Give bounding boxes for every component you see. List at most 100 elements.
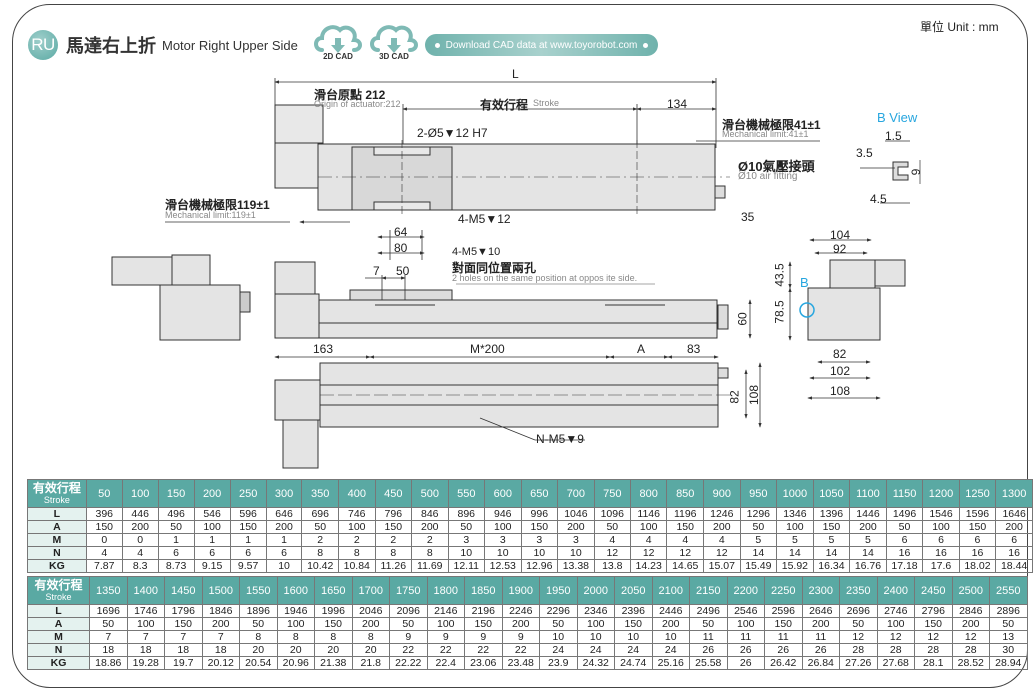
spec-cell: 150 (812, 520, 851, 534)
cad-2d-download[interactable]: 2D CAD (312, 22, 364, 66)
spec-cell: 2846 (951, 604, 990, 618)
stroke-label-zh: 有效行程 (480, 98, 529, 112)
spec-cell: 50 (739, 520, 778, 534)
stroke-value-cell: 1000 (776, 479, 814, 508)
spec-cell: 4 (629, 533, 668, 547)
dim-82-side: 82 (727, 390, 742, 404)
stroke-value-cell: 2500 (951, 576, 990, 605)
spec-cell: 14 (812, 546, 851, 560)
stroke-value-cell: 2550 (989, 576, 1028, 605)
spec-cell: 3 (484, 533, 522, 547)
spec-cell: 6 (995, 533, 1033, 547)
spec-cell: 2146 (426, 604, 465, 618)
spec-cell: 26 (726, 643, 765, 657)
stroke-value-cell: 950 (739, 479, 778, 508)
spec-cell: 16.34 (812, 559, 851, 573)
spec-cell: 150 (614, 617, 653, 631)
stroke-value-cell: 1250 (958, 479, 997, 508)
spec-cell: 27.68 (876, 656, 915, 670)
spec-cell: 28 (951, 643, 990, 657)
row-label: L (27, 604, 90, 618)
spec-cell: 23.48 (501, 656, 540, 670)
stroke-value-cell: 1500 (201, 576, 240, 605)
stroke-label-zh: 有效行程 (32, 480, 81, 495)
download-cad-link[interactable]: Download CAD data at www.toyorobot.com (425, 34, 658, 56)
spec-cell: 1196 (666, 507, 705, 521)
spec-cell: 596 (229, 507, 267, 521)
air-fitting-en: Ø10 air fitting (738, 171, 798, 182)
spec-cell: 8 (276, 630, 315, 644)
opposite-holes-zh: 對面同位置兩孔 (452, 261, 537, 275)
spec-cell: 8 (239, 630, 278, 644)
unit-label: 單位 Unit : mm (920, 20, 999, 34)
spec-cell: 200 (995, 520, 1033, 534)
spec-cell: 10 (447, 546, 486, 560)
technical-drawing (111, 78, 921, 469)
mech-limit-left-zh: 滑台機械極限119±1 (165, 198, 270, 212)
spec-cell: 8 (351, 630, 390, 644)
spec-cell: 28.52 (951, 656, 990, 670)
spec-cell: 100 (876, 617, 915, 631)
spec-cell: 11.69 (411, 559, 449, 573)
dim-60: 60 (735, 312, 750, 326)
spec-cell: 50 (157, 520, 195, 534)
stroke-value-cell: 2000 (576, 576, 615, 605)
spec-cell: 446 (121, 507, 159, 521)
spec-cell: 6 (958, 533, 997, 547)
spec-cell: 13.38 (557, 559, 595, 573)
cad-3d-download[interactable]: 3D CAD (368, 22, 420, 66)
spec-cell: 28.1 (914, 656, 953, 670)
stroke-value-cell: 850 (666, 479, 705, 508)
spec-cell: 22 (389, 643, 428, 657)
stroke-value-cell: 1800 (426, 576, 465, 605)
spec-cell: 18.44 (995, 559, 1033, 573)
dim-108-side: 108 (747, 384, 762, 406)
spec-cell: 24 (576, 643, 615, 657)
stroke-value-cell: 2250 (764, 576, 803, 605)
stroke-value-cell: 1700 (351, 576, 390, 605)
spec-cell: 17.6 (922, 559, 960, 573)
cloud-download-icon (370, 25, 418, 53)
spec-cell: 150 (666, 520, 705, 534)
row-label: A (27, 617, 90, 631)
row-label: N (27, 643, 90, 657)
spec-cell: 26 (726, 656, 765, 670)
spec-cell: 746 (338, 507, 376, 521)
spec-cell: 100 (126, 617, 165, 631)
spec-cell: 25.16 (651, 656, 690, 670)
spec-cell: 10 (576, 630, 615, 644)
spec-cell: 1246 (703, 507, 741, 521)
stroke-label-en: Stroke (533, 98, 560, 108)
spec-cell: 12 (666, 546, 705, 560)
spec-cell: 16 (885, 546, 924, 560)
dim-35: 35 (741, 210, 755, 224)
spec-cell: 1446 (849, 507, 887, 521)
spec-cell: 1846 (201, 604, 240, 618)
dim-163: 163 (313, 342, 334, 356)
spec-cell: 200 (801, 617, 840, 631)
mech-limit-right-en: Mechanical limit:41±1 (722, 129, 809, 139)
stroke-value-cell: 2400 (876, 576, 915, 605)
stroke-value-cell: 550 (447, 479, 486, 508)
stroke-value-cell: 2300 (801, 576, 840, 605)
spec-cell: 2 (301, 533, 339, 547)
spec-cell: 14.23 (629, 559, 668, 573)
spec-cell: 14 (849, 546, 887, 560)
spec-cell: 150 (914, 617, 953, 631)
spec-cell: 14.65 (666, 559, 705, 573)
spec-cell: 7 (89, 630, 128, 644)
spec-cell: 1896 (239, 604, 278, 618)
spec-cell: 22 (426, 643, 465, 657)
b-dim-1-5: 1.5 (885, 129, 902, 143)
spec-cell: 946 (484, 507, 522, 521)
stroke-value-cell: 400 (338, 479, 376, 508)
spec-cell: 1646 (995, 507, 1033, 521)
dim-m200: M*200 (470, 342, 505, 356)
dim-104: 104 (830, 228, 851, 242)
stroke-value-cell: 1850 (464, 576, 503, 605)
